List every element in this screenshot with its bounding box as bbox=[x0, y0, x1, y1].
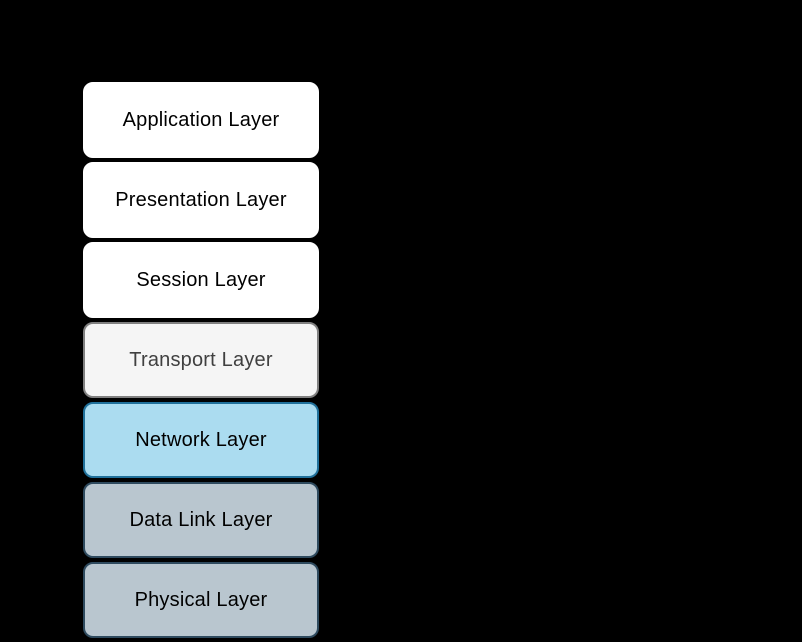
layer-label-presentation: Presentation Layer bbox=[115, 189, 287, 211]
layer-box-physical[interactable]: Physical Layer bbox=[83, 562, 319, 638]
layer-box-presentation[interactable]: Presentation Layer bbox=[83, 162, 319, 238]
osi-layer-stack: Application Layer Presentation Layer Ses… bbox=[83, 82, 319, 638]
layer-label-data-link: Data Link Layer bbox=[129, 509, 273, 531]
layer-box-network[interactable]: Network Layer bbox=[83, 402, 319, 478]
layer-box-application[interactable]: Application Layer bbox=[83, 82, 319, 158]
layer-label-physical: Physical Layer bbox=[134, 589, 268, 611]
layer-label-transport: Transport Layer bbox=[129, 349, 273, 371]
layer-box-session[interactable]: Session Layer bbox=[83, 242, 319, 318]
layer-box-data-link[interactable]: Data Link Layer bbox=[83, 482, 319, 558]
layer-label-application: Application Layer bbox=[122, 109, 280, 131]
layer-box-transport[interactable]: Transport Layer bbox=[83, 322, 319, 398]
layer-label-session: Session Layer bbox=[136, 269, 266, 291]
layer-label-network: Network Layer bbox=[135, 429, 267, 451]
